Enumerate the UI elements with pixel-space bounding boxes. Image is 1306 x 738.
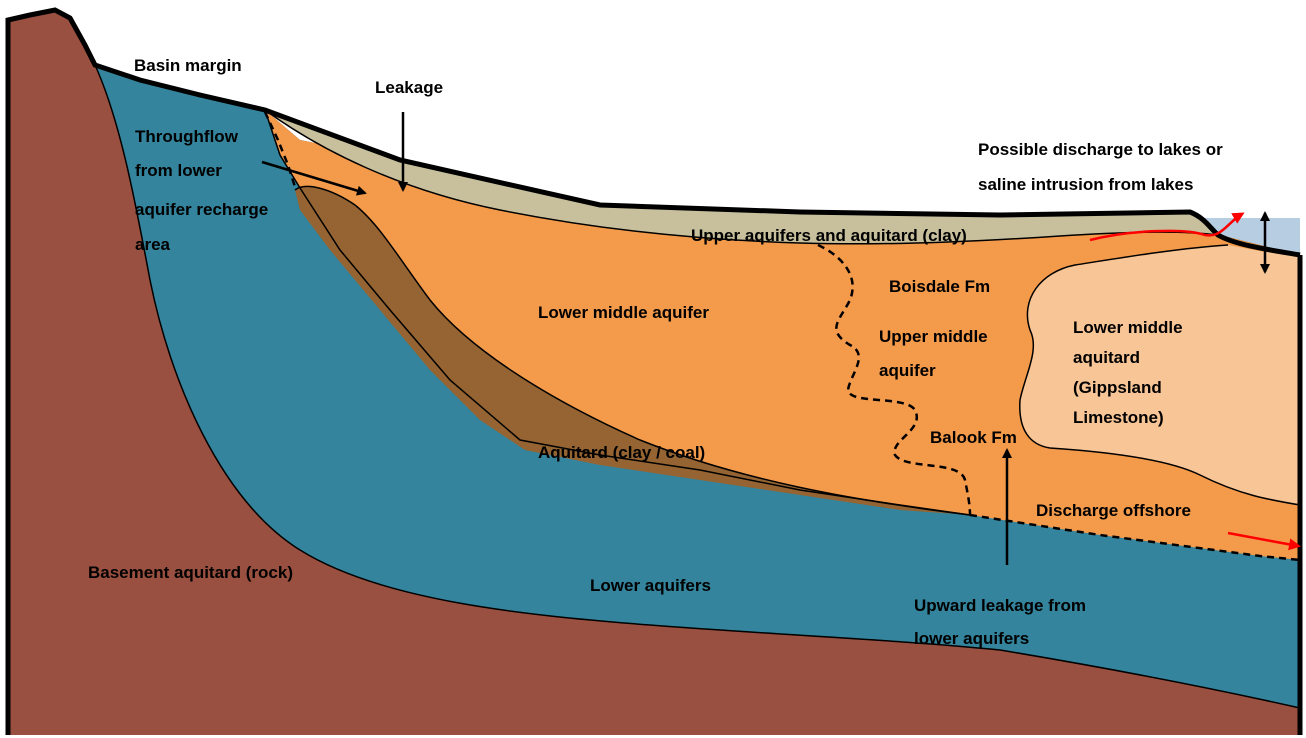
discharge-offshore-label: Discharge offshore: [1036, 501, 1191, 520]
throughflow-dashed-boundary: [263, 111, 298, 191]
upper-middle-aquifer-label-line1: Upper middle: [879, 327, 988, 346]
basement-aquitard-label: Basement aquitard (rock): [88, 563, 293, 582]
upward-leakage-label-line1: Upward leakage from: [914, 596, 1086, 615]
throughflow-label-line4: area: [135, 235, 171, 254]
boisdale-fm-label: Boisdale Fm: [889, 277, 990, 296]
offshore-red-arrow: [1227, 531, 1301, 551]
aquitard-outline: [294, 185, 971, 516]
leakage-label: Leakage: [375, 78, 443, 97]
lower-middle-aquifer-label: Lower middle aquifer: [538, 303, 709, 322]
lower-middle-aquitard-label-line2: aquitard: [1073, 348, 1140, 367]
orange-base-line: [264, 109, 971, 516]
lower-middle-aquitard-label-line1: Lower middle: [1073, 318, 1183, 337]
lake-water: [1195, 218, 1300, 255]
lower-middle-aquitard-label-line3: (Gippsland: [1073, 378, 1162, 397]
possible-discharge-label-line1: Possible discharge to lakes or: [978, 140, 1223, 159]
upward-leakage-label-line2: lower aquifers: [914, 629, 1029, 648]
throughflow-label-line2: from lower: [135, 161, 222, 180]
balook-fm-label: Balook Fm: [930, 428, 1017, 447]
upper-middle-aquifer-label-line2: aquifer: [879, 361, 936, 380]
possible-discharge-label-line2: saline intrusion from lakes: [978, 175, 1193, 194]
aquitard-clay-coal-layer: [295, 186, 970, 515]
lower-middle-aquitard-layer: [1019, 245, 1300, 505]
limestone-outline: [1019, 244, 1301, 506]
aquitard-clay-coal-label: Aquitard (clay / coal): [538, 443, 705, 462]
upper-aquifers-label: Upper aquifers and aquitard (clay): [691, 226, 967, 245]
lake-red-arrow: [1089, 212, 1245, 242]
blue-boundary-line: [94, 64, 1301, 709]
offshore-dashed-line: [969, 513, 1301, 562]
lower-aquifers-label: Lower aquifers: [590, 576, 711, 595]
lower-middle-aquitard-label-line4: Limestone): [1073, 408, 1164, 427]
throughflow-arrow: [261, 160, 367, 196]
basin-margin-label: Basin margin: [134, 56, 242, 75]
throughflow-label-line1: Throughflow: [135, 127, 239, 146]
formation-dashed-boundary: [817, 243, 972, 516]
throughflow-label-line3: aquifer recharge: [135, 200, 268, 219]
